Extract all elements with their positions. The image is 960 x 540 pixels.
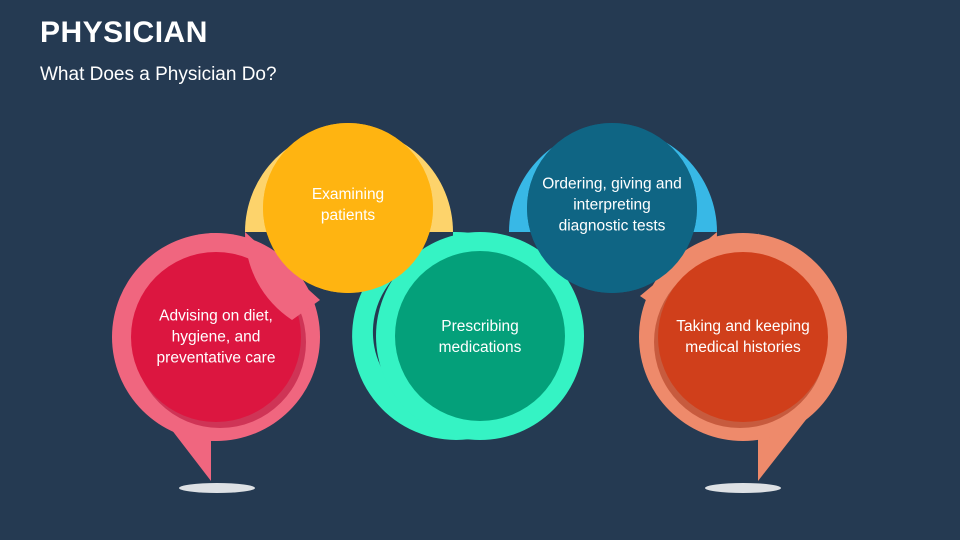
advising-inner-circle xyxy=(131,252,301,422)
page-subtitle: What Does a Physician Do? xyxy=(40,64,277,85)
ordering-label: Ordering, giving and interpreting diagno… xyxy=(542,175,682,235)
histories-node xyxy=(639,233,847,493)
histories-inner-circle xyxy=(658,252,828,422)
advising-label: Advising on diet, hygiene, and preventat… xyxy=(156,307,276,367)
prescribing-inner-circle xyxy=(395,251,565,421)
ordering-inner-circle-top xyxy=(527,123,697,293)
page-title: PHYSICIAN xyxy=(40,16,208,49)
examining-inner-circle-top xyxy=(263,123,433,293)
prescribing-node xyxy=(352,231,584,440)
examining-ring-lower xyxy=(244,232,320,320)
histories-pin-shadow xyxy=(705,483,781,493)
prescribing-label: Prescribing medications xyxy=(438,318,522,356)
examining-label: Examining patients xyxy=(311,186,385,224)
histories-label: Taking and keeping medical histories xyxy=(676,318,810,356)
advising-pin-shadow xyxy=(179,483,255,493)
